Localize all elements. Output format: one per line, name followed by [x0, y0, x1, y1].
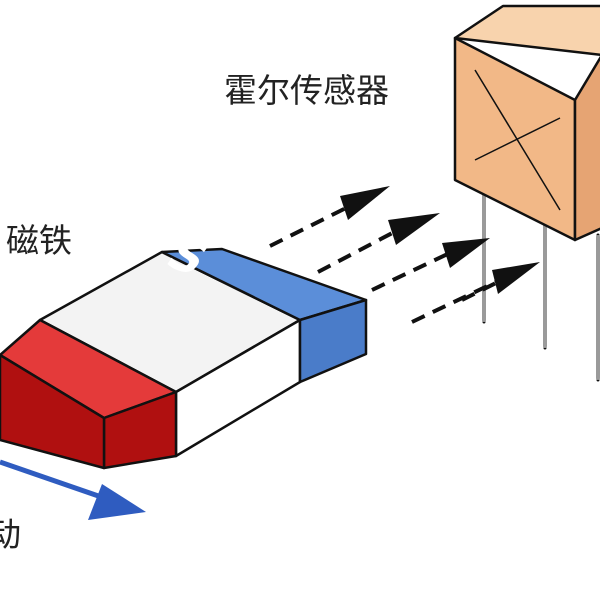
motion-label: 动 [0, 515, 21, 554]
hall-sensor [453, 4, 600, 382]
field-arrowhead-icon [442, 238, 490, 268]
magnet-label: 磁铁 [6, 221, 72, 260]
field-arrow-line [317, 228, 399, 274]
sensor-x-mark [474, 117, 561, 161]
field-arrow-line [371, 248, 457, 292]
sensor-front-face [453, 36, 577, 242]
field-arrow-line [269, 203, 353, 248]
motion-arrowhead-icon [88, 484, 146, 520]
bar-magnet: N S [0, 229, 368, 470]
field-arrowheads [340, 186, 540, 294]
magnet-south-front [298, 298, 368, 384]
motion-arrow-line [0, 459, 111, 503]
sensor-top-face [453, 4, 600, 57]
hall-sensor-label: 霍尔传感器 [224, 71, 389, 110]
field-arrowhead-icon [340, 186, 390, 220]
sensor-x-mark [474, 69, 561, 211]
sensor-pin-fill [482, 190, 600, 380]
motion-arrow [0, 459, 146, 520]
field-arrowhead-icon [492, 262, 540, 294]
field-arrowhead-icon [388, 213, 440, 245]
magnet-north-end [0, 353, 106, 470]
sensor-side-face [573, 55, 600, 242]
